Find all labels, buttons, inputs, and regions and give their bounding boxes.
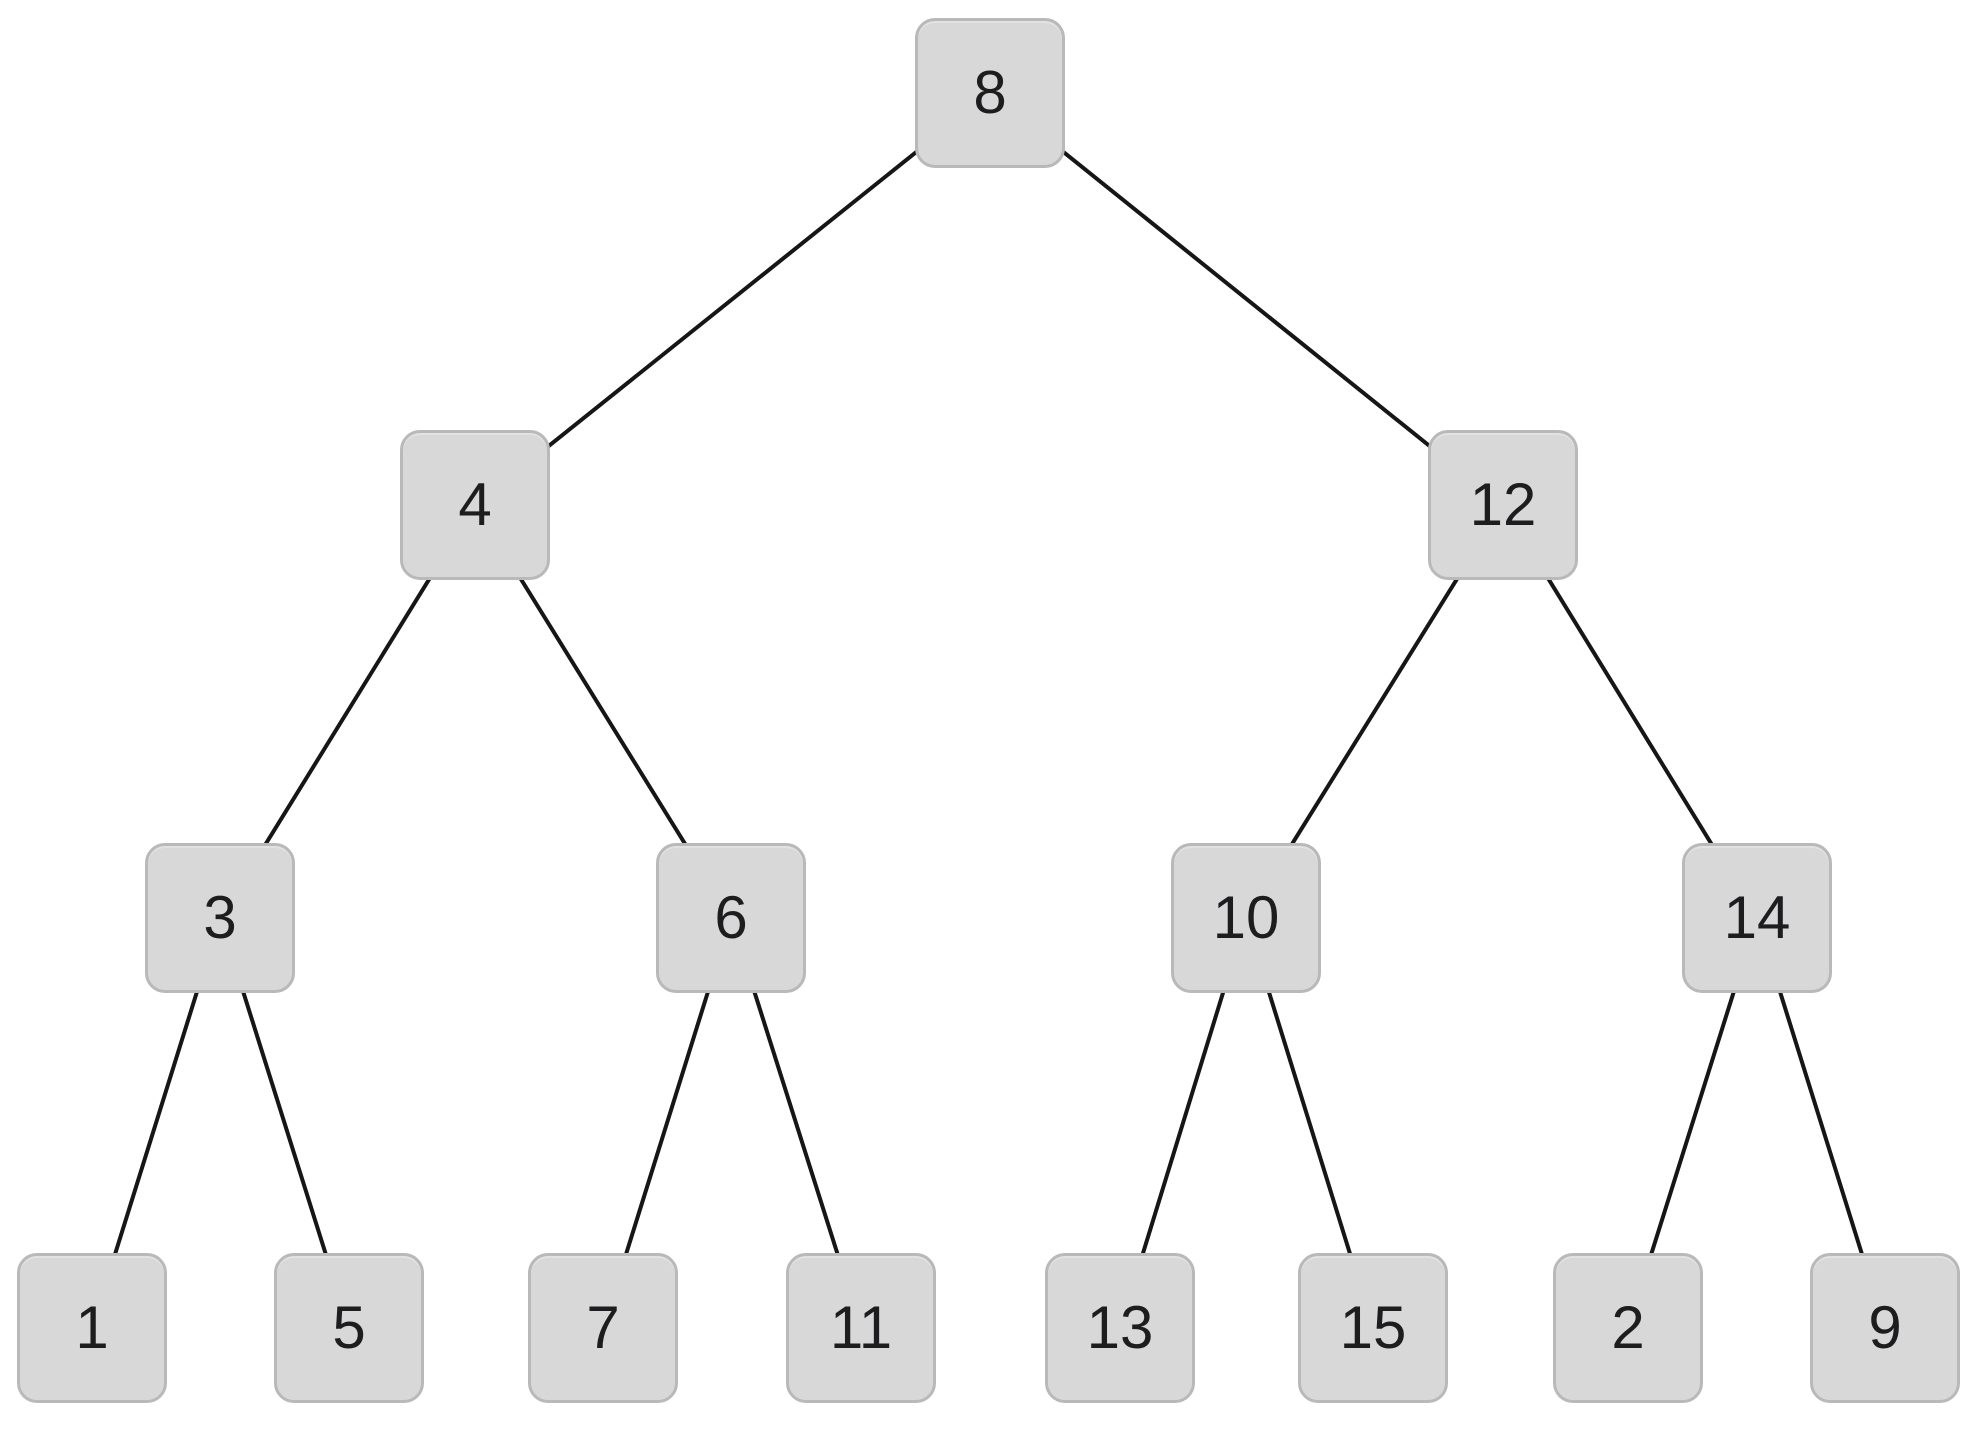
tree-node-12: 12 [1428,430,1578,580]
tree-node-4: 4 [400,430,550,580]
tree-node-14: 14 [1682,843,1832,993]
tree-node-15: 15 [1298,1253,1448,1403]
tree-node-value: 6 [714,884,748,951]
tree-edge-8-4 [473,91,992,507]
tree-node-1: 1 [17,1253,167,1403]
tree-node-7: 7 [528,1253,678,1403]
tree-node-6: 6 [656,843,806,993]
tree-node-value: 4 [458,471,492,538]
tree-node-value: 3 [203,884,237,951]
tree-node-10: 10 [1171,843,1321,993]
tree-node-value: 9 [1868,1294,1902,1361]
tree-node-2: 2 [1553,1253,1703,1403]
tree-node-value: 2 [1611,1294,1645,1361]
tree-node-value: 13 [1086,1294,1154,1361]
tree-node-value: 1 [75,1294,109,1361]
tree-node-8: 8 [915,18,1065,168]
tree-node-value: 5 [332,1294,366,1361]
tree-node-value: 10 [1212,884,1280,951]
tree-node-3: 3 [145,843,295,993]
tree-node-value: 8 [973,59,1007,126]
tree-node-value: 12 [1469,471,1537,538]
tree-node-9: 9 [1810,1253,1960,1403]
tree-node-value: 14 [1723,884,1791,951]
tree-node-11: 11 [786,1253,936,1403]
tree-node-value: 7 [586,1294,620,1361]
tree-node-5: 5 [274,1253,424,1403]
tree-node-value: 11 [829,1294,893,1361]
tree-node-value: 15 [1339,1294,1407,1361]
tree-edge-8-12 [988,91,1505,507]
tree-node-13: 13 [1045,1253,1195,1403]
